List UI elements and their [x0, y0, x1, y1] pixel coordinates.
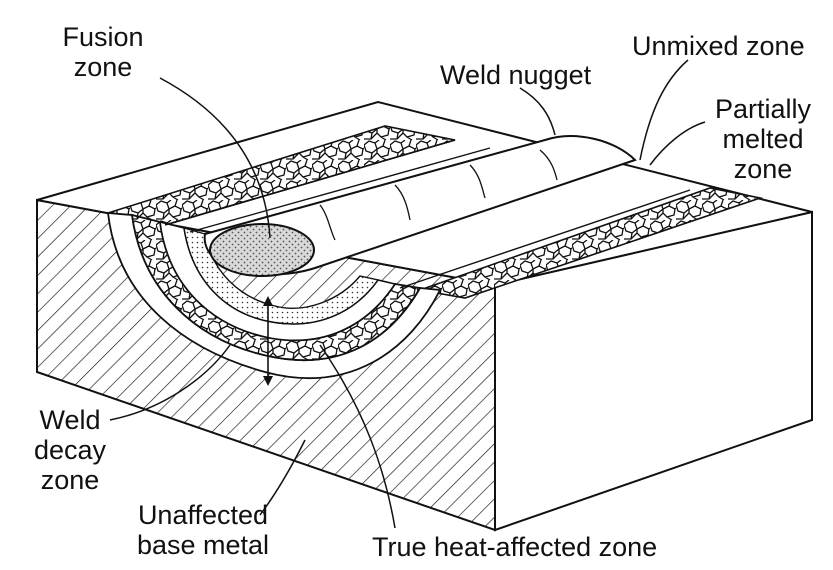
haz-band-top-near [416, 187, 764, 299]
label-unmixed-zone: Unmixed zone [632, 31, 805, 61]
label-weld-decay-line3: zone [40, 465, 100, 495]
leader-partially-melted-zone [649, 121, 706, 166]
label-weld-nugget: Weld nugget [440, 60, 591, 90]
label-true-heat-affected-zone: True heat-affected zone [372, 532, 657, 562]
leader-unaffected-base-metal [259, 439, 306, 516]
leader-fusion-zone [159, 77, 271, 239]
label-weld-decay-line1: Weld [39, 405, 101, 435]
label-weld-decay-line2: decay [33, 435, 107, 465]
label-true-haz-text: True heat-affected zone [372, 532, 658, 562]
fusion-zone-ellipse [209, 223, 315, 277]
label-unaffected-line1: Unaffected [137, 500, 269, 530]
label-weld-nugget-text: Weld nugget [440, 60, 592, 90]
label-partially-melted-line3: zone [733, 154, 793, 184]
label-fusion-zone-line1: Fusion [62, 22, 144, 52]
label-fusion-zone-line2: zone [73, 52, 133, 82]
label-unaffected-line2: base metal [136, 530, 270, 560]
label-fusion-zone: Fusion zone [48, 22, 158, 82]
leader-unmixed-zone [639, 59, 689, 161]
label-partially-melted-zone: Partially melted zone [704, 94, 822, 184]
leader-weld-nugget [519, 87, 556, 136]
label-unmixed-zone-text: Unmixed zone [632, 31, 805, 61]
label-partially-melted-line1: Partially [714, 94, 812, 124]
leader-true-haz [319, 344, 396, 529]
label-partially-melted-line2: melted [722, 124, 804, 154]
label-weld-decay-zone: Weld decay zone [20, 405, 120, 495]
leader-weld-decay-zone [109, 344, 231, 421]
unmixed-cross-section [183, 227, 380, 325]
label-unaffected-base-metal: Unaffected base metal [128, 500, 278, 560]
